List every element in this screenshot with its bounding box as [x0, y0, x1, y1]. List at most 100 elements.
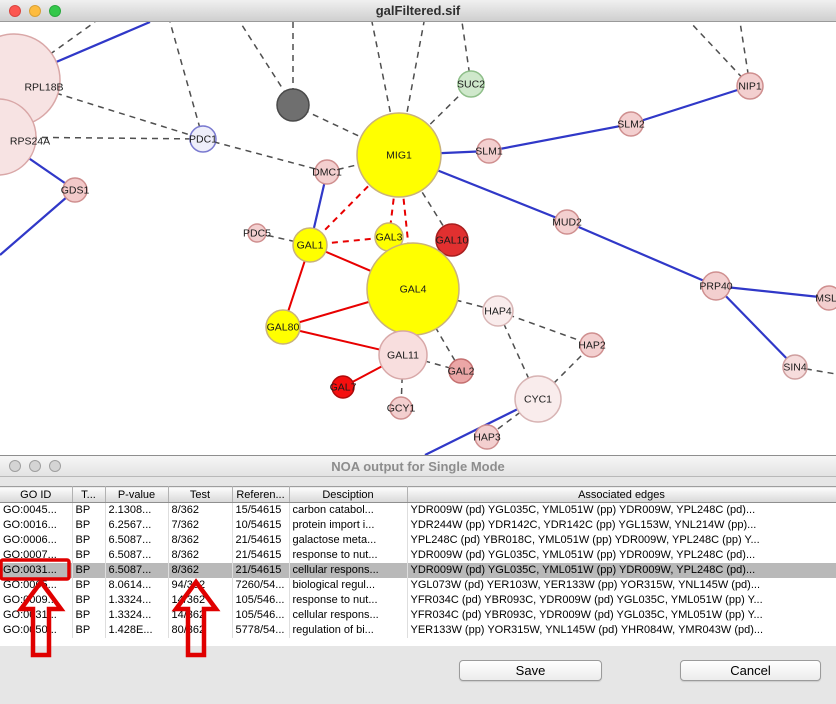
graph-window-title: galFiltered.sif	[375, 3, 461, 18]
graph-node-GAL80[interactable]: GAL80	[265, 309, 301, 345]
graph-edge[interactable]	[488, 122, 632, 153]
node-label: GCY1	[387, 403, 416, 415]
column-header[interactable]: Desciption	[289, 486, 408, 503]
minimize-button[interactable]	[29, 4, 41, 17]
graph-edge[interactable]	[497, 310, 593, 346]
graph-node-GAL10[interactable]: GAL10	[435, 223, 469, 257]
table-cell: BP	[72, 563, 106, 578]
graph-node-RPS24A[interactable]: RPS24A	[0, 98, 50, 176]
node-label: NIP1	[738, 81, 762, 93]
table-cell: BP	[72, 593, 106, 608]
table-cell: GO:0045...	[0, 502, 73, 518]
save-button[interactable]: Save	[459, 660, 602, 681]
table-cell: BP	[72, 502, 106, 518]
graph-node-GAL7[interactable]: GAL7	[330, 375, 357, 399]
column-header[interactable]: GO ID	[0, 486, 73, 503]
graph-node-PDC5[interactable]: PDC5	[243, 223, 271, 243]
graph-node-unlabeled[interactable]	[276, 88, 310, 122]
table-cell: BP	[72, 533, 106, 548]
graph-edge[interactable]	[0, 189, 76, 256]
close-button[interactable]	[9, 4, 21, 17]
graph-node-GAL3[interactable]: GAL3	[374, 222, 404, 252]
graph-node-DMC1[interactable]: DMC1	[312, 159, 342, 185]
table-cell: 6.5087...	[105, 533, 169, 548]
table-cell: GO:0009...	[0, 593, 73, 608]
table-cell: GO:0006...	[0, 533, 73, 548]
node-label: MUD2	[552, 217, 582, 229]
graph-node-GAL1[interactable]: GAL1	[292, 227, 328, 263]
node-label: PRP40	[699, 281, 732, 293]
node-label: SIN4	[783, 362, 807, 374]
table-cell: GO:0007...	[0, 548, 73, 563]
table-cell: YPL248C (pd) YBR018C, YML051W (pp) YDR00…	[407, 533, 836, 548]
column-header[interactable]: Test	[168, 486, 233, 503]
table-cell: 1.3324...	[105, 593, 169, 608]
graph-node-PDC1[interactable]: PDC1	[189, 125, 217, 153]
close-button[interactable]	[9, 460, 21, 472]
graph-edge[interactable]	[715, 284, 830, 300]
graph-node-HAP4[interactable]: HAP4	[482, 295, 514, 327]
graph-edge[interactable]	[794, 366, 836, 375]
table-cell: 7/362	[168, 518, 233, 533]
graph-node-NIP1[interactable]: NIP1	[736, 72, 764, 100]
graph-edge[interactable]	[689, 22, 751, 87]
graph-node-MSL1[interactable]: MSL1	[815, 285, 836, 311]
graph-node-CYC1[interactable]: CYC1	[514, 375, 562, 423]
graph-node-MIG1[interactable]: MIG1	[356, 112, 442, 198]
graph-node-MUD2[interactable]: MUD2	[552, 209, 582, 235]
graph-node-SLM2[interactable]: SLM2	[617, 111, 645, 137]
table-cell: GO:0065...	[0, 578, 73, 593]
graph-node-PRP40[interactable]: PRP40	[699, 271, 733, 301]
node-label: GAL2	[448, 366, 475, 378]
graph-edge[interactable]	[169, 22, 204, 140]
column-header[interactable]: Associated edges	[407, 486, 836, 503]
window-controls	[9, 460, 61, 472]
column-header[interactable]: Referen...	[232, 486, 290, 503]
graph-edge[interactable]	[202, 138, 328, 173]
node-label: GAL10	[436, 235, 469, 247]
graph-node-GAL2[interactable]: GAL2	[448, 358, 475, 384]
table-cell: 2.1308...	[105, 502, 169, 518]
table-cell: YDR009W (pd) YGL035C, YML051W (pp) YDR00…	[407, 563, 836, 578]
graph-edge[interactable]	[715, 285, 796, 368]
graph-node-GAL11[interactable]: GAL11	[378, 330, 428, 380]
minimize-button[interactable]	[29, 460, 41, 472]
zoom-button[interactable]	[49, 460, 61, 472]
graph-node-GCY1[interactable]: GCY1	[387, 396, 416, 420]
table-cell: response to nut...	[289, 593, 408, 608]
graph-window-titlebar[interactable]: galFiltered.sif	[0, 0, 836, 22]
noa-window-titlebar[interactable]: NOA output for Single Mode	[0, 455, 836, 477]
graph-edge[interactable]	[292, 104, 400, 156]
graph-node-GAL4[interactable]: GAL4	[366, 242, 460, 336]
graph-edge[interactable]	[630, 84, 751, 126]
column-header[interactable]: T...	[72, 486, 106, 503]
table-cell: 6.5087...	[105, 563, 169, 578]
table-cell: 8.0614...	[105, 578, 169, 593]
graph-node-HAP2[interactable]: HAP2	[578, 332, 606, 358]
graph-node-GDS1[interactable]: GDS1	[61, 177, 90, 203]
graph-node-SUC2[interactable]: SUC2	[457, 70, 485, 98]
network-canvas[interactable]: RPL18BRPS24AGDS1PDC1MIG1SUC2SLM1SLM2NIP1…	[0, 22, 836, 455]
graph-node-SLM1[interactable]: SLM1	[475, 138, 503, 164]
graph-edge[interactable]	[566, 220, 717, 288]
cancel-button[interactable]: Cancel	[680, 660, 821, 681]
table-cell: 8/362	[168, 533, 233, 548]
table-cell: GO:0031...	[0, 563, 73, 578]
noa-window-title: NOA output for Single Mode	[331, 458, 505, 474]
graph-node-HAP3[interactable]: HAP3	[473, 424, 501, 450]
column-header[interactable]: P-value	[105, 486, 169, 503]
table-cell: 105/546...	[232, 593, 290, 608]
graph-node-SIN4[interactable]: SIN4	[782, 354, 808, 380]
zoom-button[interactable]	[49, 4, 61, 17]
